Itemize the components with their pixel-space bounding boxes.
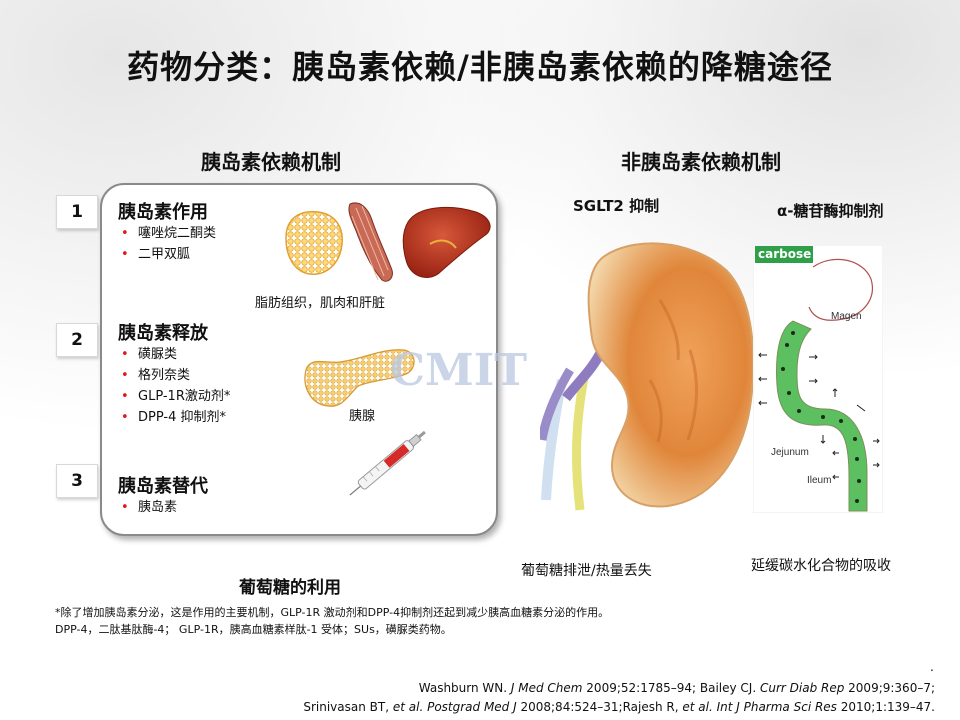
list-item: 二甲双胍: [118, 244, 216, 265]
list-item: 噻唑烷二酮类: [118, 223, 216, 244]
list-item: 胰岛素: [118, 497, 177, 518]
reference-segment: et al. Postgrad Med J: [392, 700, 517, 714]
syringe-image: [349, 430, 426, 496]
footnote-1: *除了增加胰岛素分泌，这是作用的主要机制，GLP-1R 激动剂和DPP-4抑制剂…: [55, 606, 610, 619]
reference-line-1: Washburn WN. J Med Chem 2009;52:1785–94;…: [235, 679, 935, 698]
group-number-1: 1: [56, 195, 98, 229]
reference-segment: Curr Diab Rep: [759, 681, 845, 695]
non-insulin-dependent-heading: 非胰岛素依赖机制: [621, 150, 781, 174]
insulin-release-list: 磺脲类 格列奈类 GLP-1R激动剂* DPP-4 抑制剂*: [118, 344, 230, 428]
reference-line-2: Srinivasan BT, et al. Postgrad Med J 200…: [175, 698, 935, 717]
alpha-glucosidase-heading: α-糖苷酶抑制剂: [777, 202, 884, 220]
reference-segment: et al. Int J Pharma Sci Res: [682, 700, 837, 714]
list-item: DPP-4 抑制剂*: [118, 407, 230, 428]
group-heading-insulin-action: 胰岛素作用: [118, 202, 208, 223]
adipose-tissue-image: [285, 210, 343, 275]
magen-label: Magen: [831, 311, 862, 322]
pancreas-caption: 胰腺: [349, 409, 376, 424]
alpha-caption: 延缓碳水化合物的吸收: [751, 558, 891, 574]
reference-segment: Srinivasan BT,: [303, 700, 393, 714]
kidney-image: [540, 242, 755, 511]
group-heading-insulin-release: 胰岛素释放: [118, 323, 208, 344]
sglt2-heading: SGLT2 抑制: [573, 197, 660, 215]
group-heading-insulin-replacement: 胰岛素替代: [118, 476, 208, 497]
list-item: 磺脲类: [118, 344, 230, 365]
carbose-tag: carbose: [755, 246, 813, 263]
footnote-2: DPP-4，二肽基肽酶-4； GLP-1R，胰高血糖素样肽-1 受体；SUs，磺…: [55, 623, 452, 636]
muscle-image: [348, 202, 393, 282]
list-item: GLP-1R激动剂*: [118, 386, 230, 407]
reference-segment: 2010;1:139–47.: [836, 700, 935, 714]
liver-image: [402, 206, 491, 278]
page-title: 药物分类：胰岛素依赖/非胰岛素依赖的降糖途径: [127, 48, 833, 86]
reference-segment: 2009;9:360–7;: [844, 681, 935, 695]
jejunum-label: Jejunum: [771, 447, 809, 458]
insulin-dependent-heading: 胰岛素依赖机制: [201, 150, 341, 174]
glucose-utilization-label: 葡萄糖的利用: [239, 578, 341, 598]
tissue-illustration: [285, 202, 491, 282]
intestine-diagram: Magen Jejunum Ileum: [753, 245, 883, 513]
reference-segment: 2008;84:524–31;Rajesh R,: [516, 700, 683, 714]
group-number-2: 2: [56, 323, 98, 357]
reference-segment: 2009;52:1785–94; Bailey CJ.: [582, 681, 760, 695]
list-item: 格列奈类: [118, 365, 230, 386]
reference-segment: J Med Chem: [510, 681, 583, 695]
cmit-watermark: CMIT: [390, 345, 528, 396]
reference-segment: Washburn WN.: [418, 681, 511, 695]
reference-dot: .: [930, 660, 934, 674]
group-number-3: 3: [56, 464, 98, 498]
insulin-action-list: 噻唑烷二酮类 二甲双胍: [118, 223, 216, 265]
insulin-replacement-list: 胰岛素: [118, 497, 177, 518]
tissue-caption: 脂肪组织，肌肉和肝脏: [255, 296, 386, 311]
pancreas-image: [304, 349, 415, 407]
sglt2-caption: 葡萄糖排泄/热量丢失: [521, 563, 652, 579]
ileum-label: Ileum: [807, 475, 831, 486]
